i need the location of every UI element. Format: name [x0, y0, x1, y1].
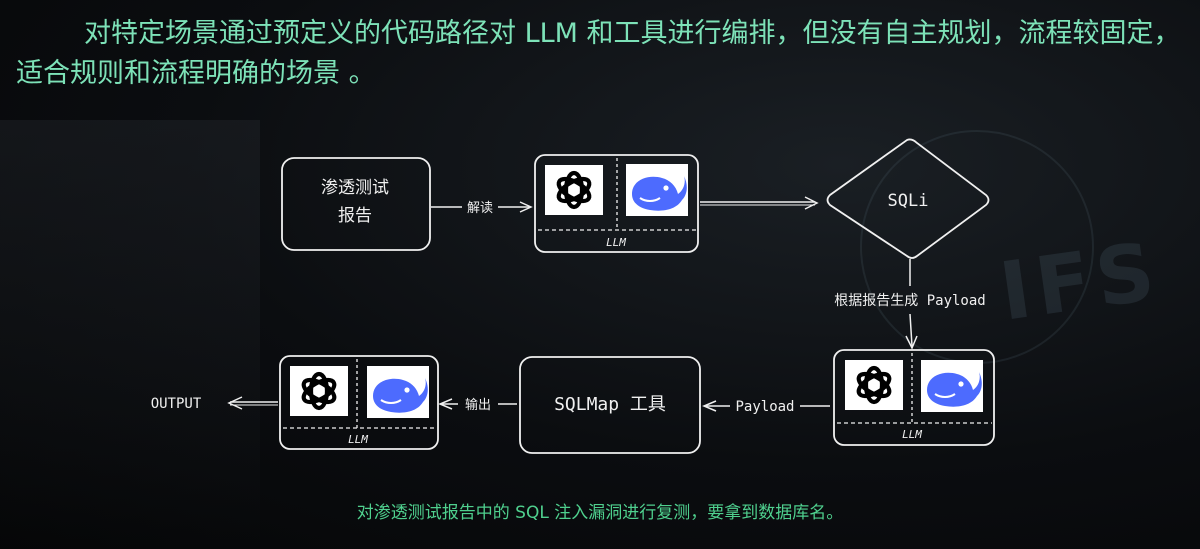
edge-output-label: 输出	[465, 397, 491, 413]
edge-payload: Payload	[702, 399, 830, 415]
llm-label-2: LLM	[902, 428, 922, 441]
deepseek-whale-icon	[625, 163, 689, 217]
edge-llm-to-sqli	[700, 196, 819, 210]
deepseek-whale-icon	[366, 365, 430, 419]
deepseek-whale-icon	[920, 359, 984, 413]
headline: 对特定场景通过预定义的代码路径对 LLM 和工具进行编排，但没有自主规划，流程较…	[16, 18, 1181, 89]
sqlmap-label: SQLMap 工具	[554, 394, 666, 415]
edge-generate: 根据报告生成 Payload	[834, 259, 986, 350]
openai-logo-icon	[845, 360, 903, 410]
sqlmap-box: SQLMap 工具	[519, 356, 701, 454]
edge-payload-label: Payload	[735, 399, 794, 415]
llm-box-3: LLM	[279, 355, 439, 450]
edge-read-label: 解读	[467, 201, 493, 216]
edge-output: 输出	[438, 397, 517, 413]
sqli-label: SQLi	[888, 191, 929, 211]
llm-label-3: LLM	[348, 433, 368, 446]
output-label: OUTPUT	[151, 396, 202, 412]
report-label-line2: 报告	[338, 206, 372, 226]
openai-logo-icon	[290, 366, 348, 416]
report-label-line1: 渗透测试	[321, 178, 389, 198]
edge-generate-label: 根据报告生成 Payload	[834, 293, 985, 309]
openai-logo-icon	[545, 165, 603, 215]
sqli-diamond: SQLi	[826, 138, 990, 259]
edge-final	[227, 396, 278, 410]
edge-read: 解读	[431, 201, 533, 216]
llm-label-1: LLM	[606, 236, 626, 249]
caption: 对渗透测试报告中的 SQL 注入漏洞进行复测，要拿到数据库名。	[356, 503, 844, 523]
llm-box-2: LLM	[833, 349, 995, 446]
report-box: 渗透测试 报告	[281, 157, 431, 251]
llm-box-1: LLM	[534, 154, 699, 253]
